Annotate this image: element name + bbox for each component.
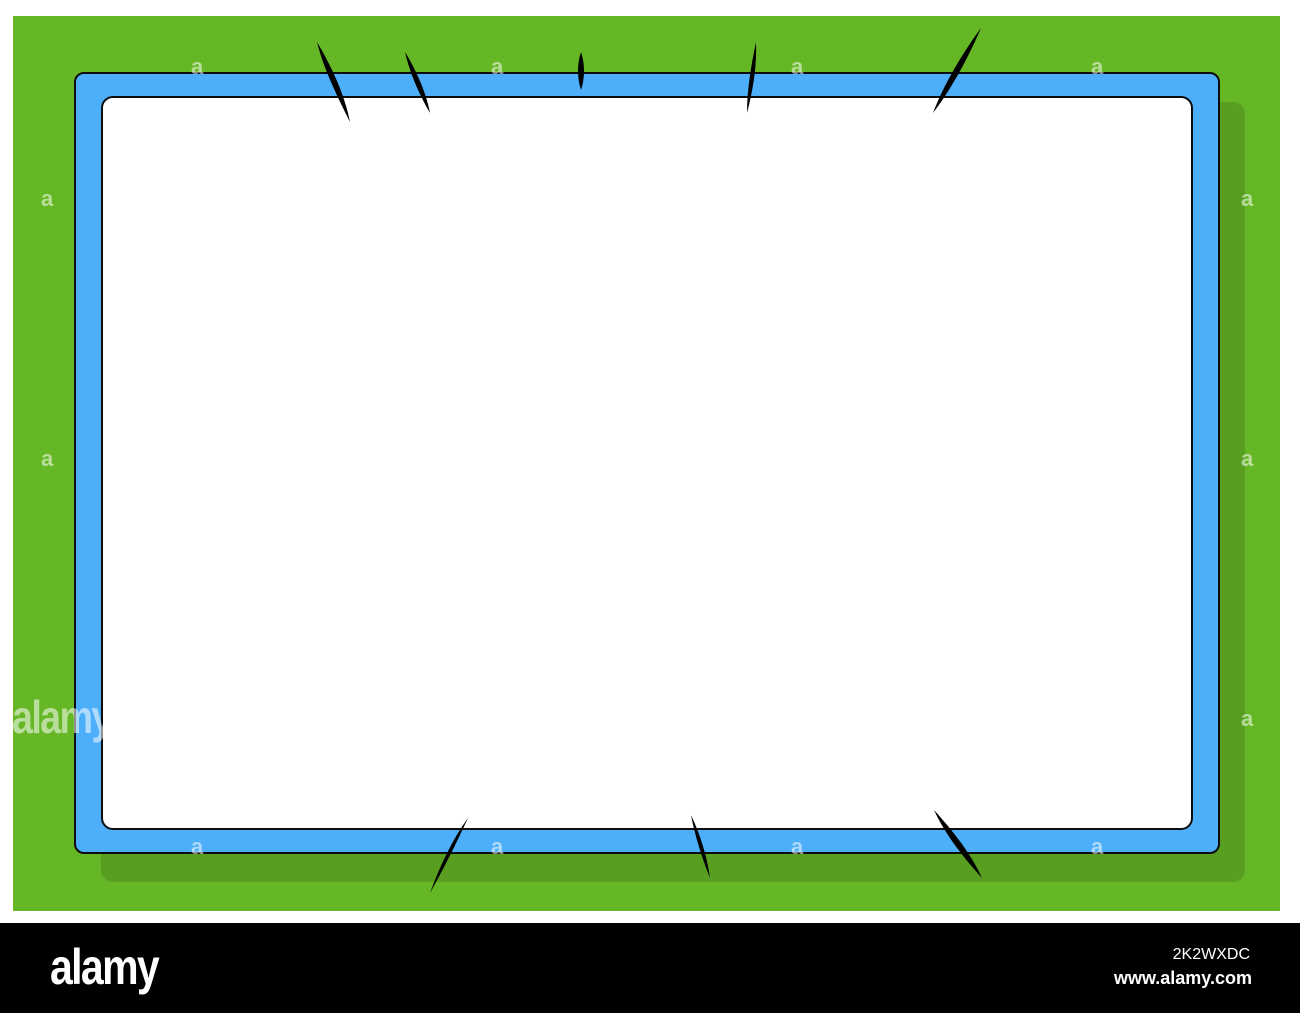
- watermark-glyph: a: [791, 834, 804, 859]
- watermark-glyph: a: [491, 834, 504, 859]
- footer-bar: [0, 923, 1300, 1013]
- watermark-glyph: a: [191, 834, 204, 859]
- watermark-glyph: a: [1241, 706, 1254, 731]
- watermark-glyph: a: [1241, 446, 1254, 471]
- watermark-glyph: a: [1091, 54, 1104, 79]
- watermark-glyph: a: [1091, 834, 1104, 859]
- watermark-glyph: a: [191, 54, 204, 79]
- site-url: www.alamy.com: [1113, 968, 1252, 988]
- alamy-logo: alamy: [50, 939, 160, 995]
- image-id: 2K2WXDC: [1172, 946, 1250, 963]
- watermark-glyph: a: [41, 186, 54, 211]
- watermark-glyph: a: [791, 54, 804, 79]
- watermark-glyph: a: [491, 54, 504, 79]
- blank-content-area: [101, 96, 1193, 830]
- watermark-glyph: a: [41, 446, 54, 471]
- watermark-side-text: alamy: [12, 691, 112, 743]
- watermark-glyph: a: [1241, 186, 1254, 211]
